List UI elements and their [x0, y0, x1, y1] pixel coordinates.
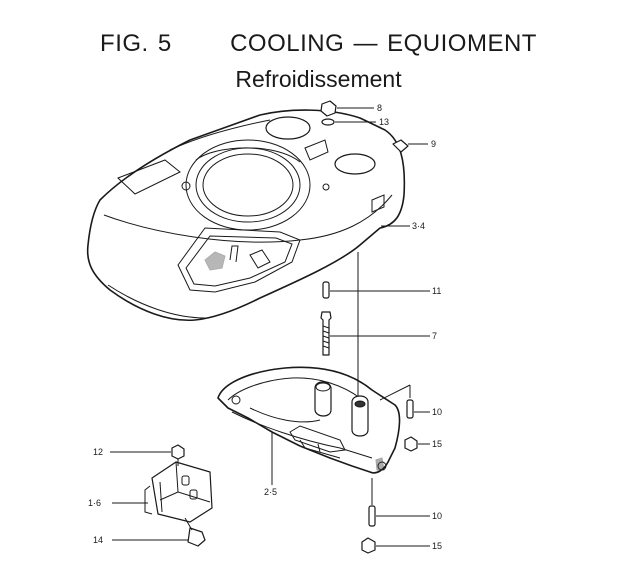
section-subtitle: Refroidissement [235, 66, 402, 92]
bolt-part-upper [404, 436, 430, 452]
callout-15-upper: 15 [432, 439, 442, 449]
callout-2-5: 2·5 [264, 487, 277, 497]
bracket-nut-part [110, 444, 185, 466]
engine-cover-drawing [86, 109, 406, 322]
dowel-pin-part [322, 281, 430, 299]
bracket-bolt-part [112, 517, 206, 547]
pin-part-upper [379, 384, 430, 419]
bolt-part-lower [361, 537, 430, 554]
callout-15-lower: 15 [432, 541, 442, 551]
bracket-drawing [144, 461, 213, 523]
callout-3-4: 3·4 [412, 221, 425, 231]
figure-title: FIG. 5 COOLING — EQUIOMENT [0, 30, 637, 58]
stud-bolt-part [320, 311, 430, 356]
callout-7: 7 [432, 331, 437, 341]
callout-12: 12 [93, 447, 103, 457]
callout-14: 14 [93, 535, 103, 545]
callout-1-6: 1·6 [88, 498, 101, 508]
washer-part [321, 118, 376, 126]
pin-part-lower [368, 478, 430, 527]
clip-part [392, 139, 428, 153]
callout-10-lower: 10 [432, 511, 442, 521]
figure-label: FIG. [100, 30, 149, 57]
figure-number: 5 [157, 30, 172, 57]
callout-11: 11 [432, 286, 441, 296]
callout-9: 9 [431, 139, 436, 149]
callout-10-upper: 10 [432, 407, 442, 417]
section-title: COOLING — EQUIOMENT [230, 30, 537, 57]
callout-13: 13 [379, 117, 389, 127]
callout-8: 8 [377, 103, 382, 113]
nut-part [320, 100, 374, 117]
lower-cover-drawing [217, 366, 401, 474]
